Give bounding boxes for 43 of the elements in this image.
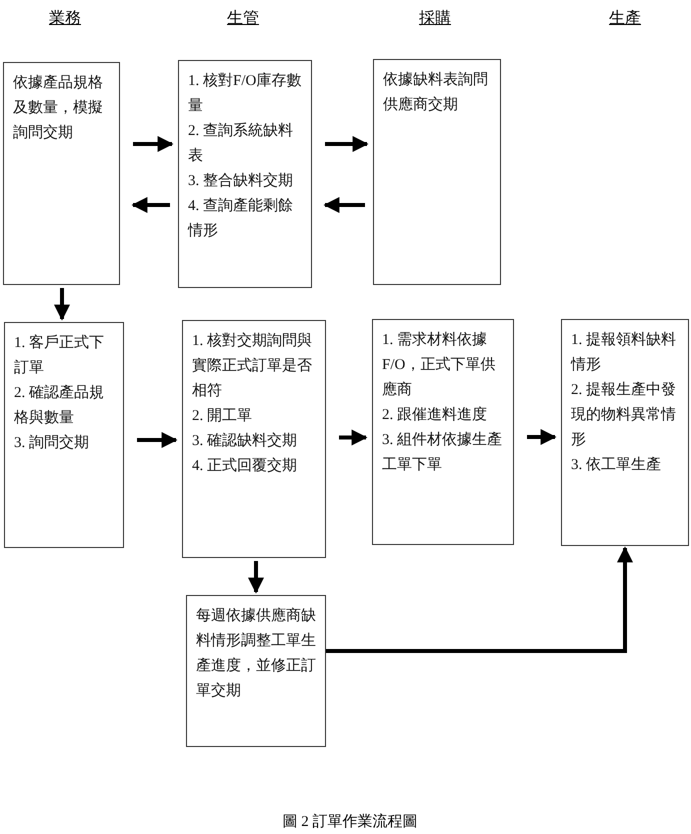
arrow bbox=[326, 546, 633, 653]
step-text: 2. 開工單 bbox=[192, 407, 253, 426]
step-text: 2. 提報生產中發現的物料異常情形 bbox=[571, 380, 677, 450]
arrow bbox=[527, 429, 557, 445]
step-text: 3. 整合缺料交期 bbox=[188, 171, 294, 191]
process-box bbox=[182, 320, 326, 558]
process-box bbox=[4, 322, 124, 548]
process-box bbox=[178, 60, 312, 288]
arrow bbox=[131, 197, 170, 213]
column-heading: 生管 bbox=[227, 8, 259, 29]
arrow bbox=[339, 430, 368, 446]
arrow bbox=[54, 288, 70, 321]
step-text: 3. 確認缺料交期 bbox=[192, 431, 298, 451]
column-heading: 採購 bbox=[419, 8, 451, 29]
arrow bbox=[248, 561, 264, 594]
step-text: 每週依據供應商缺料情形調整工單生產進度，並修正訂單交期 bbox=[196, 606, 316, 701]
process-box bbox=[373, 59, 501, 285]
step-text: 3. 依工單生產 bbox=[571, 456, 662, 475]
figure-caption: 圖 2 訂單作業流程圖 bbox=[282, 812, 418, 831]
step-text: 依據缺料表詢問供應商交期 bbox=[383, 70, 489, 115]
arrow bbox=[133, 136, 174, 152]
step-text: 1. 客戶正式下訂單 bbox=[14, 333, 105, 378]
process-box bbox=[3, 62, 120, 285]
process-box bbox=[372, 319, 514, 545]
process-box bbox=[561, 319, 689, 546]
process-box bbox=[186, 595, 326, 747]
step-text: 1. 提報領料缺料情形 bbox=[571, 330, 677, 375]
step-text: 4. 查詢產能剩餘情形 bbox=[188, 196, 294, 241]
arrow bbox=[325, 136, 369, 152]
step-text: 1. 需求材料依據F/O，正式下單供應商 bbox=[382, 330, 496, 400]
column-heading: 生產 bbox=[609, 8, 641, 29]
arrow bbox=[323, 197, 365, 213]
column-heading: 業務 bbox=[49, 9, 81, 29]
step-text: 依據產品規格及數量，模擬詢問交期 bbox=[13, 74, 104, 143]
step-text: 4. 正式回覆交期 bbox=[192, 456, 298, 476]
step-text: 2. 跟催進料進度 bbox=[382, 405, 488, 425]
step-text: 3. 詢問交期 bbox=[14, 433, 90, 453]
step-text: 3. 組件材依據生產工單下單 bbox=[382, 430, 503, 475]
step-text: 2. 查詢系統缺料表 bbox=[188, 122, 294, 166]
arrow bbox=[137, 432, 178, 448]
step-text: 1. 核對交期詢問與實際正式訂單是否相符 bbox=[192, 331, 313, 401]
step-text: 1. 核對F/O庫存數量 bbox=[188, 71, 302, 116]
step-text: 2. 確認產品規格與數量 bbox=[14, 384, 105, 428]
